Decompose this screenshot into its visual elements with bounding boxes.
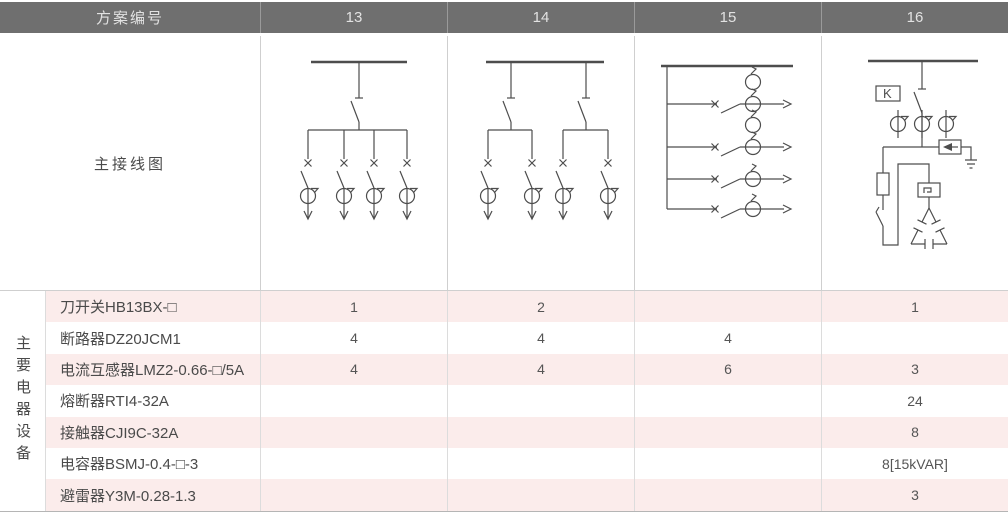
wiring-diagram-13 [299,60,418,220]
wiring-diagram-16-cell: K [821,36,1008,290]
table-header-row: 方案编号 13 14 15 16 [0,2,1008,33]
wiring-diagram-16: K [868,59,978,249]
qty-scheme-14 [447,479,634,511]
qty-scheme-13: 1 [260,291,447,323]
wiring-diagram-13-cell [260,36,447,290]
qty-scheme-15 [634,416,821,448]
wiring-diagram-14 [479,60,619,220]
qty-scheme-16 [821,322,1008,354]
qty-scheme-14: 2 [447,291,634,323]
qty-scheme-16: 8 [821,416,1008,448]
wiring-diagram-label: 主接线图 [93,155,166,173]
wiring-diagram-14-cell [447,36,634,290]
qty-scheme-13 [260,416,447,448]
qty-scheme-14: 4 [447,353,634,386]
qty-scheme-16: 3 [821,479,1008,511]
relay-k-label: K [883,86,892,101]
qty-scheme-13: 4 [260,353,447,386]
qty-scheme-14: 4 [447,322,634,354]
equipment-table: 主要电器设备 刀开关HB13BX-□ 1 2 1 断路器DZ20JCM1 4 4… [0,290,1008,512]
qty-scheme-15 [634,479,821,511]
qty-scheme-14 [447,385,634,417]
scheme-14-header: 14 [447,2,634,33]
qty-scheme-13 [260,385,447,417]
equipment-name: 断路器DZ20JCM1 [45,322,260,354]
qty-scheme-15: 6 [634,353,821,386]
equipment-name: 熔断器RTI4-32A [45,385,260,417]
equipment-name: 避雷器Y3M-0.28-1.3 [45,479,260,511]
wiring-diagram-15 [661,64,793,219]
qty-scheme-15 [634,291,821,323]
qty-scheme-14 [447,447,634,480]
qty-scheme-14 [447,416,634,448]
equipment-name: 接触器CJI9C-32A [45,416,260,448]
qty-scheme-15 [634,385,821,417]
scheme-16-header: 16 [821,2,1008,33]
qty-scheme-16: 3 [821,353,1008,386]
qty-scheme-13 [260,447,447,480]
qty-scheme-16: 24 [821,385,1008,417]
equipment-name: 刀开关HB13BX-□ [45,291,260,323]
scheme-13-header: 13 [260,2,447,33]
qty-scheme-13 [260,479,447,511]
qty-scheme-15 [634,447,821,480]
qty-scheme-16: 8[15kVAR] [821,447,1008,480]
wiring-diagram-15-cell [634,36,821,290]
qty-scheme-16: 1 [821,291,1008,323]
scheme-15-header: 15 [634,2,821,33]
equipment-name: 电容器BSMJ-0.4-□-3 [45,447,260,480]
equipment-group-label: 主要电器设备 [14,334,31,467]
scheme-number-header: 方案编号 [95,10,164,27]
qty-scheme-13: 4 [260,322,447,354]
wiring-diagram-row: 主接线图 [0,36,1008,290]
equipment-name: 电流互感器LMZ2-0.66-□/5A [45,353,260,386]
qty-scheme-15: 4 [634,322,821,354]
